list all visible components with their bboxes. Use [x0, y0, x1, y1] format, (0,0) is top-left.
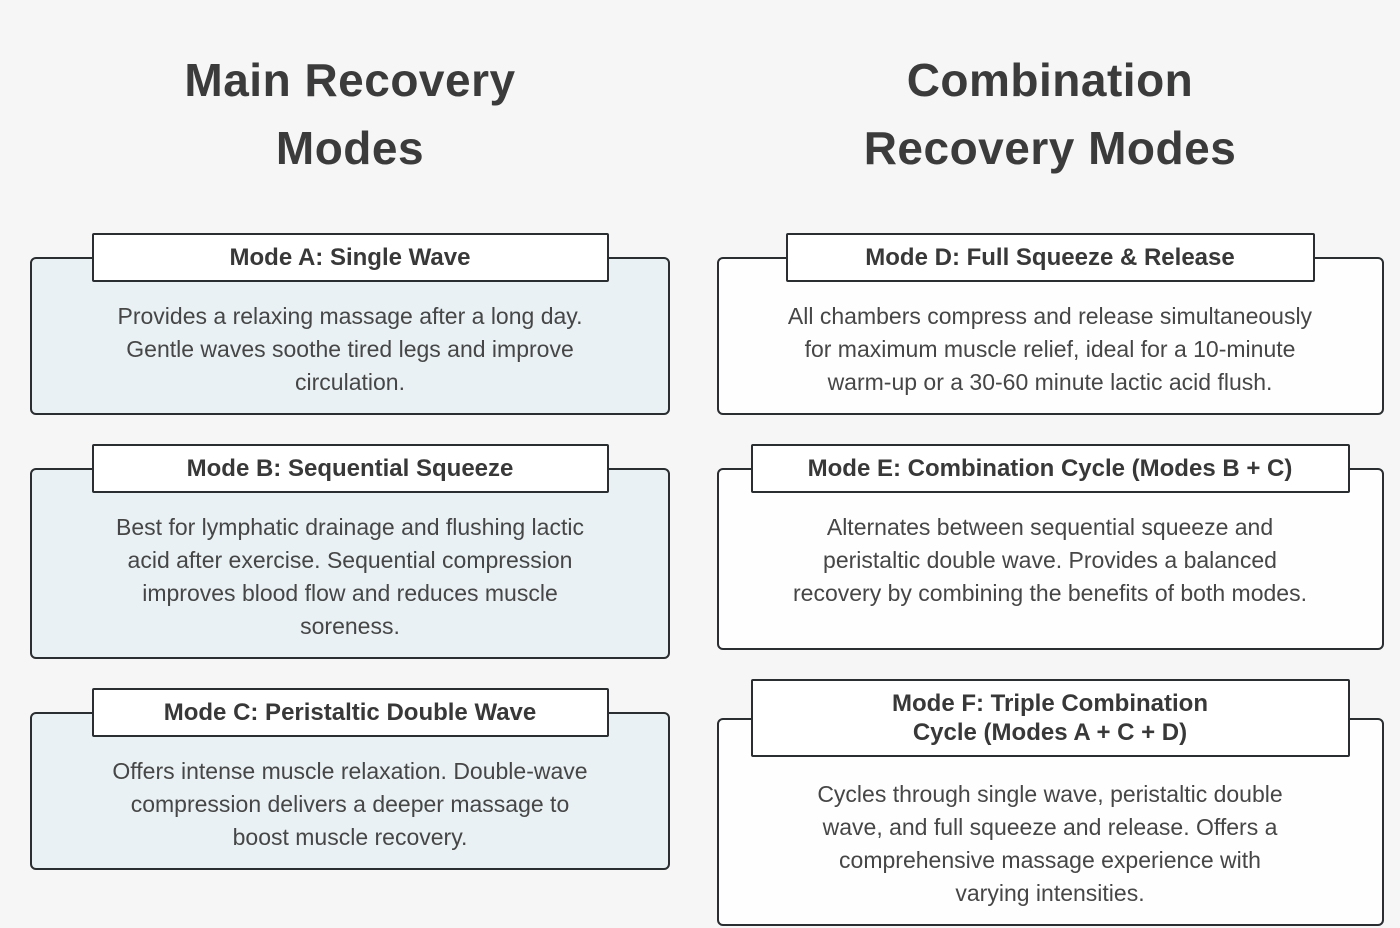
mode-f-title: Mode F: Triple Combination Cycle (Modes … — [750, 679, 1350, 757]
mode-b-description: Best for lymphatic drainage and flushing… — [30, 468, 670, 659]
mode-b-title: Mode B: Sequential Squeeze — [91, 444, 609, 493]
main-recovery-modes-column: Main Recovery Modes Mode A: Single Wave … — [30, 54, 670, 870]
mode-a-title: Mode A: Single Wave — [91, 233, 609, 282]
mode-e-card: Mode E: Combination Cycle (Modes B + C) … — [716, 444, 1384, 650]
column-title-main-recovery-modes: Main Recovery Modes — [184, 54, 516, 174]
mode-a-description: Provides a relaxing massage after a long… — [30, 257, 670, 415]
combination-recovery-modes-column: Combination Recovery Modes Mode D: Full … — [700, 0, 1400, 928]
mode-e-title: Mode E: Combination Cycle (Modes B + C) — [750, 444, 1350, 493]
column-title-combination-recovery-modes: Combination Recovery Modes — [863, 54, 1237, 174]
mode-c-description: Offers intense muscle relaxation. Double… — [30, 712, 670, 870]
mode-d-card: Mode D: Full Squeeze & Release All chamb… — [716, 233, 1384, 415]
mode-d-title: Mode D: Full Squeeze & Release — [785, 233, 1315, 282]
mode-f-card: Mode F: Triple Combination Cycle (Modes … — [716, 679, 1384, 926]
mode-b-card: Mode B: Sequential Squeeze Best for lymp… — [30, 444, 670, 659]
mode-a-card: Mode A: Single Wave Provides a relaxing … — [30, 233, 670, 415]
mode-c-title: Mode C: Peristaltic Double Wave — [91, 688, 609, 737]
mode-c-card: Mode C: Peristaltic Double Wave Offers i… — [30, 688, 670, 870]
mode-d-description: All chambers compress and release simult… — [716, 257, 1384, 415]
mode-e-description: Alternates between sequential squeeze an… — [716, 468, 1384, 650]
